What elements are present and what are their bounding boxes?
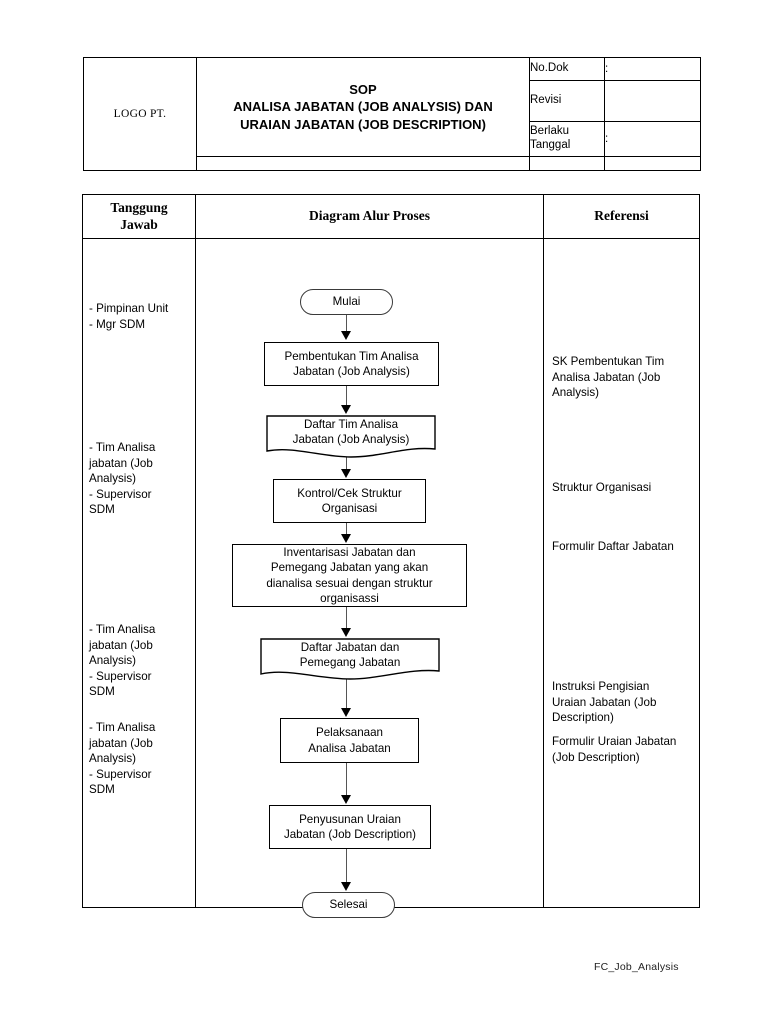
field-value-revisi[interactable] bbox=[604, 80, 701, 122]
procedure-table-header-row: Tanggung Jawab Diagram Alur Proses Refer… bbox=[82, 194, 700, 239]
flow-node-pelaksanaan-analisa[interactable]: Pelaksanaan Analisa Jabatan bbox=[280, 718, 419, 763]
arrowhead-kontrol-cek bbox=[341, 469, 351, 478]
arrowhead-daftar-jabatan bbox=[341, 628, 351, 637]
connector-daftar-jabatan-to-pelaksanaan bbox=[346, 671, 347, 710]
connector-daftar-tim-to-kontrol-cek bbox=[346, 455, 347, 471]
flow-node-inventarisasi-jabatan[interactable]: Inventarisasi Jabatan dan Pemegang Jabat… bbox=[232, 544, 467, 607]
header-row-nodok: LOGO PT. SOP ANALISA JABATAN (JOB ANALYS… bbox=[83, 57, 701, 171]
procedure-table-body-row: - Pimpinan Unit - Mgr SDM - Tim Analisa … bbox=[82, 238, 700, 918]
flow-node-penyusunan-uraian[interactable]: Penyusunan Uraian Jabatan (Job Descripti… bbox=[269, 805, 431, 849]
sop-title-cell: SOP ANALISA JABATAN (JOB ANALYSIS) DAN U… bbox=[196, 57, 530, 157]
arrowhead-penyusunan bbox=[341, 795, 351, 804]
sop-title-line-3: URAIAN JABATAN (JOB DESCRIPTION) bbox=[240, 116, 486, 132]
flow-node-daftar-tim-analisa-label: Daftar Tim Analisa Jabatan (Job Analysis… bbox=[292, 417, 410, 446]
document-header-table: LOGO PT. SOP ANALISA JABATAN (JOB ANALYS… bbox=[83, 57, 701, 171]
connector-penyusunan-to-selesai bbox=[346, 849, 347, 884]
header-row-blank bbox=[84, 156, 701, 171]
connector-inventarisasi-to-daftar-jabatan bbox=[346, 607, 347, 630]
field-label-berlaku-tanggal: Berlaku Tanggal bbox=[529, 121, 605, 157]
flow-node-daftar-jabatan-pemegang[interactable]: Daftar Jabatan dan Pemegang Jabatan bbox=[260, 638, 440, 684]
responsibility-item-4: - Tim Analisa jabatan (Job Analysis) - S… bbox=[89, 721, 156, 797]
column-header-referensi: Referensi bbox=[543, 194, 700, 239]
field-label-revisi: Revisi bbox=[529, 80, 605, 122]
reference-column: SK Pembentukan Tim Analisa Jabatan (Job … bbox=[543, 238, 700, 908]
connector-pembentukan-to-daftar-tim bbox=[346, 386, 347, 407]
connector-pelaksanaan-to-penyusunan bbox=[346, 763, 347, 797]
reference-item-4: Instruksi Pengisian Uraian Jabatan (Job … bbox=[552, 680, 657, 725]
logo-placeholder: LOGO PT. bbox=[83, 57, 197, 171]
flow-node-daftar-jabatan-pemegang-label: Daftar Jabatan dan Pemegang Jabatan bbox=[299, 640, 401, 669]
header-row-revisi: Revisi bbox=[84, 80, 701, 122]
field-value-nodok[interactable]: : bbox=[604, 57, 701, 81]
arrowhead-pelaksanaan bbox=[341, 708, 351, 717]
field-value-berlaku-tanggal[interactable]: : bbox=[604, 121, 701, 157]
flow-node-pembentukan-tim[interactable]: Pembentukan Tim Analisa Jabatan (Job Ana… bbox=[264, 342, 439, 386]
document-shape-icon bbox=[260, 638, 440, 680]
flow-node-kontrol-cek-struktur[interactable]: Kontrol/Cek Struktur Organisasi bbox=[273, 479, 426, 523]
arrowhead-pembentukan bbox=[341, 331, 351, 340]
field-label-blank bbox=[529, 156, 605, 171]
flow-node-daftar-tim-analisa[interactable]: Daftar Tim Analisa Jabatan (Job Analysis… bbox=[266, 415, 436, 461]
responsibility-item-2: - Tim Analisa jabatan (Job Analysis) - S… bbox=[89, 441, 156, 517]
arrowhead-inventarisasi bbox=[341, 534, 351, 543]
document-shape-icon bbox=[266, 415, 436, 458]
footer-filename: FC_Job_Analysis bbox=[594, 961, 679, 973]
connector-kontrol-cek-to-inventarisasi bbox=[346, 523, 347, 536]
column-header-tanggung-jawab: Tanggung Jawab bbox=[82, 194, 196, 239]
arrowhead-selesai bbox=[341, 882, 351, 891]
reference-item-1: SK Pembentukan Tim Analisa Jabatan (Job … bbox=[552, 355, 665, 400]
procedure-table: Tanggung Jawab Diagram Alur Proses Refer… bbox=[82, 194, 700, 918]
sop-title-line-1: SOP bbox=[349, 82, 377, 98]
flow-node-selesai[interactable]: Selesai bbox=[302, 892, 395, 918]
arrowhead-daftar-tim bbox=[341, 405, 351, 414]
reference-item-3: Formulir Daftar Jabatan bbox=[552, 540, 674, 553]
connector-mulai-to-pembentukan bbox=[346, 315, 347, 334]
flowchart-column: Mulai Pembentukan Tim Analisa Jabatan (J… bbox=[195, 238, 544, 918]
field-value-blank[interactable] bbox=[604, 156, 701, 171]
sop-title-line-2: ANALISA JABATAN (JOB ANALYSIS) DAN bbox=[233, 99, 493, 115]
field-label-nodok: No.Dok bbox=[529, 57, 605, 81]
reference-item-5: Formulir Uraian Jabatan (Job Description… bbox=[552, 735, 677, 764]
flow-node-mulai[interactable]: Mulai bbox=[300, 289, 393, 315]
reference-item-2: Struktur Organisasi bbox=[552, 481, 652, 494]
flowchart-canvas: Mulai Pembentukan Tim Analisa Jabatan (J… bbox=[196, 239, 543, 918]
header-blank-title-cell bbox=[196, 156, 530, 171]
responsibility-column: - Pimpinan Unit - Mgr SDM - Tim Analisa … bbox=[82, 238, 196, 908]
responsibility-item-1: - Pimpinan Unit - Mgr SDM bbox=[89, 302, 169, 331]
column-header-diagram-alur-proses: Diagram Alur Proses bbox=[195, 194, 544, 239]
responsibility-item-3: - Tim Analisa jabatan (Job Analysis) - S… bbox=[89, 623, 156, 699]
